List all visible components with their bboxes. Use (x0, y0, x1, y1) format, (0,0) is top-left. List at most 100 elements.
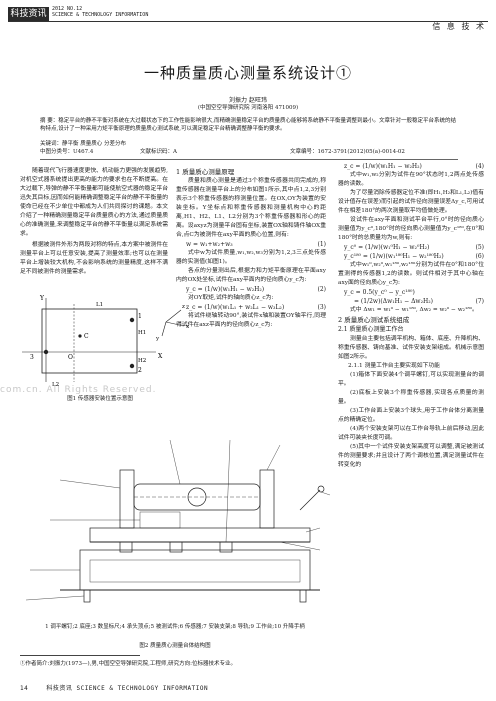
equation-5-number: (5) (475, 244, 485, 251)
article-number: 文章编号：1672-3791(2012)05(a)-0014-02 (290, 149, 405, 155)
rotation-paragraph: 将试件绕轴转动90°,装试件x轴和装置OY轴平行,同理得试件在axz平面内的径向… (176, 313, 326, 328)
equation-2: y_c = (1/w)(w₁H₁ − w₂H₂) (2) (176, 285, 326, 294)
centroid-point (78, 334, 82, 338)
leader-5 (169, 439, 181, 485)
journal-name-box: 科技资讯 (8, 7, 49, 21)
equation-1-body: w = w₁+w₂+w₃ (186, 241, 233, 248)
label-H1: H1 (138, 330, 146, 336)
right-column: z_c = (1/w)(w₁H₁ − w₂H₂) (4) 式中w₁,w₂分别为试… (338, 142, 484, 470)
function-item-3: (3)工作台面上安装3个球头,用于工作台体分离测量点的精确定位。 (338, 408, 484, 423)
equation-3: z_c = (1/w)(w₁L₁ + w₂L₁ − w₃L₂) (3) (176, 303, 326, 312)
journal-english-name: SCIENCE & TECHNOLOGY INFORMATION (52, 12, 149, 18)
label-z: z (182, 304, 185, 310)
error-paragraph: 为了尽量消除传感器定位不准(即H₁,H₂和L₁,L₂)值有设计值存在误差)而引起… (338, 190, 484, 214)
worktable (89, 527, 311, 543)
section-2-heading: 2 质量质心测试系统组成 (338, 316, 410, 324)
platform-outline (41, 308, 138, 374)
section-1-heading: 1 质量质心测量原理 (176, 168, 235, 176)
footnote-rule (20, 655, 140, 656)
abstract: 摘 要：稳定平台的静不平衡对系统在大过载状态下的工作性能影响很大,而精确测量稳定… (40, 118, 457, 132)
document-code: 文献标识码：A (140, 149, 177, 155)
function-item-5: (5)其中一个试件安装支架高度可以调整,满足被测试件的测量要求;并且设计了两个调… (338, 444, 484, 468)
figure-1-caption: 图1 传感器安装位置示意图 (67, 396, 133, 402)
sensor-block-3 (119, 541, 133, 553)
delta-definition: 式中 Δw₁ = w₁⁰ − w₁¹⁸⁰, Δw₂ = w₂⁰ − w₂¹⁸⁰。 (350, 307, 478, 313)
page-number: 14 (20, 685, 29, 692)
equation-2-body: y_c = (1/w)(w₁H₁ − w₂H₂) (186, 286, 265, 293)
leader-9 (305, 527, 321, 533)
page-footer: 14 科技资讯 SCIENCE & TECHNOLOGY INFORMATION (20, 683, 208, 692)
affiliation: (中国空空导弹研究院 河南洛阳 471009) (197, 105, 299, 111)
lift-handle-knob (317, 485, 325, 493)
axis-x (165, 321, 185, 327)
lift-handle (299, 489, 321, 511)
sensor-block-1 (169, 541, 183, 553)
label-2: 2 (138, 367, 142, 374)
article-title: 一种质量质心测量系统设计① (143, 64, 352, 82)
section-label: 信 息 技 术 (432, 22, 486, 31)
sensor-3-point (43, 349, 49, 355)
equation-5-body: y_c⁰ = (1/w)(w₁⁰H₁ − w₂⁰H₂) (344, 244, 430, 251)
equation-7-number: (7) (475, 298, 485, 305)
section-2-1-heading: 2.1 质量质心测量工作台 (338, 326, 404, 333)
equation-1-number: (1) (317, 241, 327, 248)
figure-2-parts-legend: 1 调平螺钉;2 底座;3 数显标尺;4 承头顶点;5 被测试件;6 传感器;7… (45, 624, 305, 630)
function-item-2: (2)底板上安装3个称重传感器,实现各点质量的测量。 (338, 390, 484, 405)
equation-4: z_c = (1/w)(w₁H₁ − w₂H₂) (4) (338, 162, 484, 171)
equation-5: y_c⁰ = (1/w)(w₁⁰H₁ − w₂⁰H₂) (5) (338, 243, 484, 252)
equation-6-body: y_c¹⁸⁰ = (1/w)(w₁¹⁸⁰H₁ − w₂¹⁸⁰H₂) (344, 253, 444, 260)
classification: 中图分类号：U467.4 (40, 149, 94, 155)
scale-ruler (139, 511, 181, 529)
keywords: 关键词：静平衡 质量质心 分差分布 (40, 141, 126, 147)
sensor-1-point (129, 317, 135, 323)
equation-4-number: (4) (475, 163, 485, 170)
leader-4 (59, 479, 121, 489)
equation-6: y_c¹⁸⁰ = (1/w)(w₁¹⁸⁰H₁ − w₂¹⁸⁰H₂) (6) (338, 252, 484, 261)
middle-column: 1 质量质心测量原理 质量和质心测量是通过3个称重传感器共同完成的,称重传感器在… (176, 167, 326, 330)
leader-10 (320, 491, 331, 496)
axial-centroid-paragraph: 对OY取矩,试件的轴向质心z_c为: (188, 295, 274, 301)
axis-z (165, 309, 182, 323)
leveling-screw-left (83, 589, 91, 603)
label-L1: L1 (96, 302, 103, 308)
label-C: C (84, 333, 89, 340)
figure-2-caption: 图2 质量质心测量台体结构图 (139, 643, 211, 649)
label-O: O (68, 354, 73, 361)
abstract-rule (40, 159, 458, 160)
function-item-4: (4)两个安装支架可以在工作台导轨上前后移动,因此试件可装夹长度可调。 (338, 426, 484, 441)
equation-3-body: z_c = (1/w)(w₁L₁ + w₂L₁ − w₃L₂) (186, 304, 285, 311)
author-footnote: ①作者简介:刘振力(1973—),男,中国空空导弹研究院,工程师,研究方向:位标… (20, 661, 236, 667)
axis-y (161, 321, 167, 337)
label-x: x (186, 324, 190, 330)
equation-3-number: (3) (317, 304, 327, 311)
equation-6-number: (6) (475, 253, 485, 260)
equation-7-line-1: y_c = 0.5(y_c⁰ − y_c¹⁸⁰) (344, 289, 415, 296)
label-L2: L2 (52, 382, 59, 388)
eq4-explanation: 式中w₁,w₂分别为试件在90°状态时1,2两点处传感器的读数。 (338, 172, 484, 187)
equation-1: w = w₁+w₂+w₃ (1) (176, 240, 326, 249)
leader-7 (266, 444, 281, 471)
equation-2-number: (2) (317, 286, 327, 293)
mount-bracket-right (259, 469, 275, 529)
footer-journal-name: 科技资讯 SCIENCE & TECHNOLOGY INFORMATION (46, 685, 209, 692)
radial-centroid-paragraph: 各点的分量测出后,根据力和力矩平衡原理在平面axy内的OX处坐标,试件在axy平… (176, 268, 326, 283)
sensor-2-point (129, 363, 135, 369)
mount-bracket-left (119, 469, 135, 529)
reading-paragraph: 式中w₁⁰,w₂⁰,w₁¹⁸⁰,w₂¹⁸⁰分别为试件在0°和180°位置测得的传… (338, 262, 484, 286)
issue-info: 2012 NO.12 SCIENCE & TECHNOLOGY INFORMAT… (52, 6, 148, 18)
eq1-explanation: 式中w为试件质量,w₁,w₂,w₃分别为1,2,3三点处传感器的实测值(如图1)… (176, 250, 326, 265)
figure-1-diagram: Y X 1 2 3 O C H1 H2 L1 L2 z x y (22, 295, 190, 388)
header-rule (8, 21, 488, 22)
intro-paragraph: 随着现代飞行器速度更快、机动能力更强的发展趋势,对机空式器系统提出更高的能力的要… (20, 168, 168, 237)
setup-paragraph: 设试件在axy平面和测试平台平行,0°时的径向质心测量值为y_c⁰,180°时的… (338, 217, 484, 241)
label-X: X (158, 353, 163, 360)
label-1: 1 (138, 313, 142, 320)
issue-number: 2012 NO.12 (52, 6, 83, 12)
base-box (79, 549, 311, 591)
function-item-1: (1)箱体下面安装4个调平螺钉,可以实现测量台的调平。 (338, 372, 484, 387)
watermark: com.cn. All Rights Reserved. (0, 385, 157, 395)
principle-paragraph: 质量和质心测量是通过3个称重传感器共同完成的,称重传感器在测量平台上的分布如图1… (176, 178, 326, 238)
authors: 刘振力 赵旺玮 (229, 97, 267, 104)
leader-8 (279, 541, 321, 551)
label-3: 3 (30, 354, 34, 361)
